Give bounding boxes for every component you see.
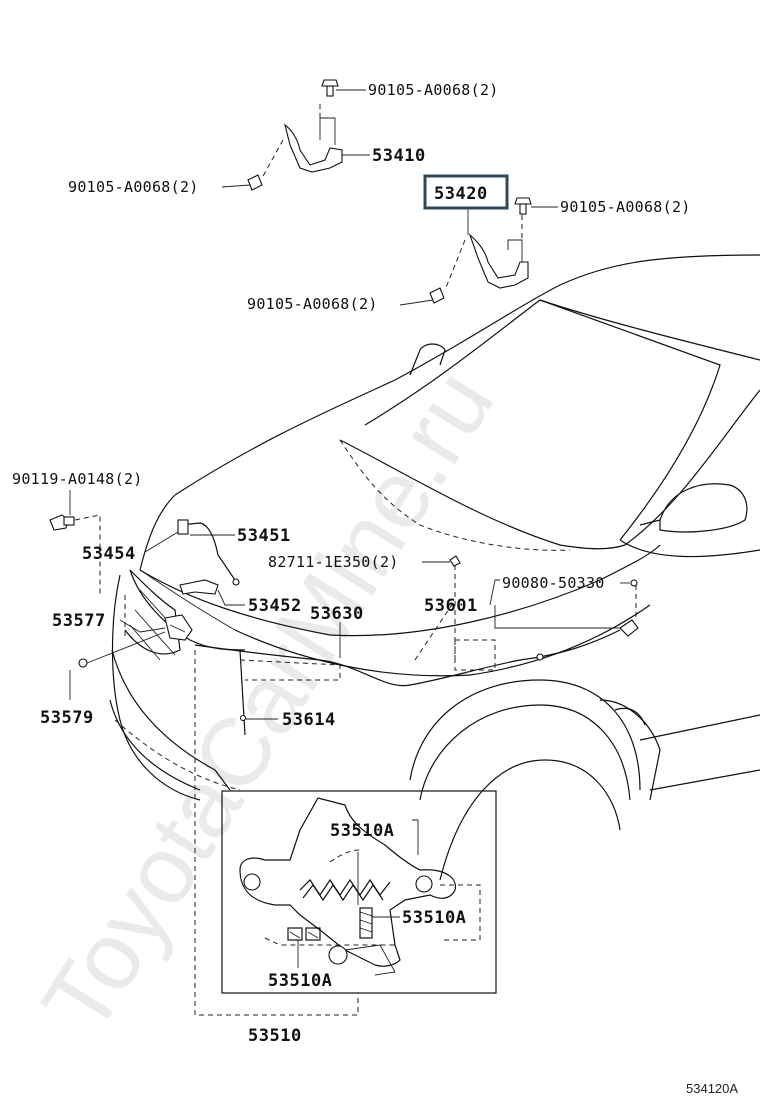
label-spring-bottom[interactable]: 53510A [268,971,332,991]
leader-lines [69,89,630,1016]
clip-left-icon [49,514,101,595]
bolt-right-bottom-icon [429,287,445,304]
grommet-icon [630,579,638,587]
label-spring-top[interactable]: 53510A [330,821,394,841]
label-bolt-left[interactable]: 90105-A0068(2) [68,178,199,196]
label-lock-assy[interactable]: 53510 [248,1026,302,1046]
hinge-53420 [444,215,529,291]
label-support-rod[interactable]: 53451 [237,526,291,546]
car-body-outline [109,254,760,881]
watermark: ToyotaCarMine.ru [22,352,514,1051]
label-bolt-top[interactable]: 90105-A0068(2) [368,81,499,99]
label-cushion[interactable]: 82711-1E350(2) [268,553,399,571]
lock-detail-inset [221,790,497,994]
bolt-right-top-icon [514,197,532,215]
label-release-cable[interactable]: 53630 [310,604,364,624]
label-lever[interactable]: 53601 [424,596,478,616]
highlight-box-53420 [423,174,509,210]
label-grommet[interactable]: 90080-50330 [502,574,605,592]
support-rod [177,519,240,586]
label-bolt-right-bottom[interactable]: 90105-A0068(2) [247,295,378,313]
lock-detail-drawing [239,797,481,976]
label-rod-holder[interactable]: 53454 [82,544,136,564]
label-lock-cover[interactable]: 53577 [52,611,106,631]
rod-clip-icon [179,579,219,595]
label-spring-right[interactable]: 53510A [402,908,466,928]
hood-lock-on-car [78,595,193,668]
lock-bracket-icon [239,714,247,722]
hinge-53410 [261,100,343,179]
label-hinge-right[interactable]: 53420 [434,184,488,204]
label-hinge-left[interactable]: 53410 [372,146,426,166]
label-rod-clip[interactable]: 53452 [248,596,302,616]
lever-icon [454,565,639,660]
label-clip-left[interactable]: 90119-A0148(2) [12,470,143,488]
bolt-left-icon [247,174,263,191]
label-bolt-lock[interactable]: 53579 [40,708,94,728]
label-lock-bracket[interactable]: 53614 [282,710,336,730]
cushion-icon [449,555,461,567]
diagram-id: 534120A [686,1081,738,1096]
bolt-top-icon [321,79,339,97]
label-bolt-right-top[interactable]: 90105-A0068(2) [560,198,691,216]
